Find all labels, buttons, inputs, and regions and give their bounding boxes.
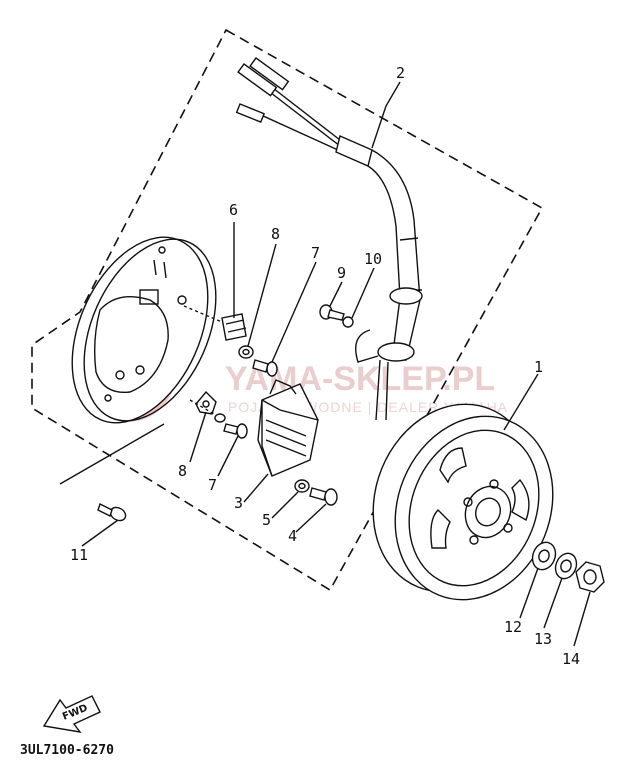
callout-6: 6: [229, 201, 238, 219]
callout-4: 4: [288, 527, 297, 545]
part-code: 3UL7100-6270: [20, 743, 114, 758]
washer-8-upper: [238, 345, 254, 359]
pickup-coil-3: [257, 379, 319, 477]
callout-9: 9: [337, 264, 346, 282]
screw-4: [309, 487, 338, 506]
callout-5: 5: [262, 511, 271, 529]
callout-7-upper: 7: [311, 244, 320, 262]
screw-9: [319, 304, 345, 321]
washer-10: [342, 316, 354, 328]
callout-3: 3: [234, 494, 243, 512]
washer-12: [531, 541, 557, 571]
connector-6: [183, 305, 247, 341]
callout-12: 12: [504, 618, 522, 636]
screw-7-lower: [223, 423, 248, 439]
callout-11: 11: [70, 546, 88, 564]
callout-8-upper: 8: [271, 225, 280, 243]
screw-11: [97, 503, 127, 522]
callout-2: 2: [396, 64, 405, 82]
nut-14: [575, 561, 605, 593]
callout-1: 1: [534, 358, 543, 376]
clamp-8-lower: [195, 390, 226, 423]
lock-washer-13: [554, 552, 578, 580]
fwd-arrow-icon: FWD: [42, 695, 101, 733]
callout-labels: 2 6 8 7 9 10 1 8 7 3 5 4 11 12 13 14: [70, 64, 580, 668]
callout-7-lower: 7: [208, 476, 217, 494]
assembly-boundary: [31, 28, 544, 592]
callout-14: 14: [562, 650, 580, 668]
stator-plate: [71, 236, 217, 424]
washer-5: [294, 479, 310, 493]
flywheel-rotor-1: [372, 403, 554, 601]
callout-10: 10: [364, 250, 382, 268]
wire-harness-2: [235, 57, 423, 421]
callout-13: 13: [534, 630, 552, 648]
callout-8-lower: 8: [178, 462, 187, 480]
leader-lines: [59, 81, 591, 647]
screw-7-upper: [252, 359, 278, 377]
